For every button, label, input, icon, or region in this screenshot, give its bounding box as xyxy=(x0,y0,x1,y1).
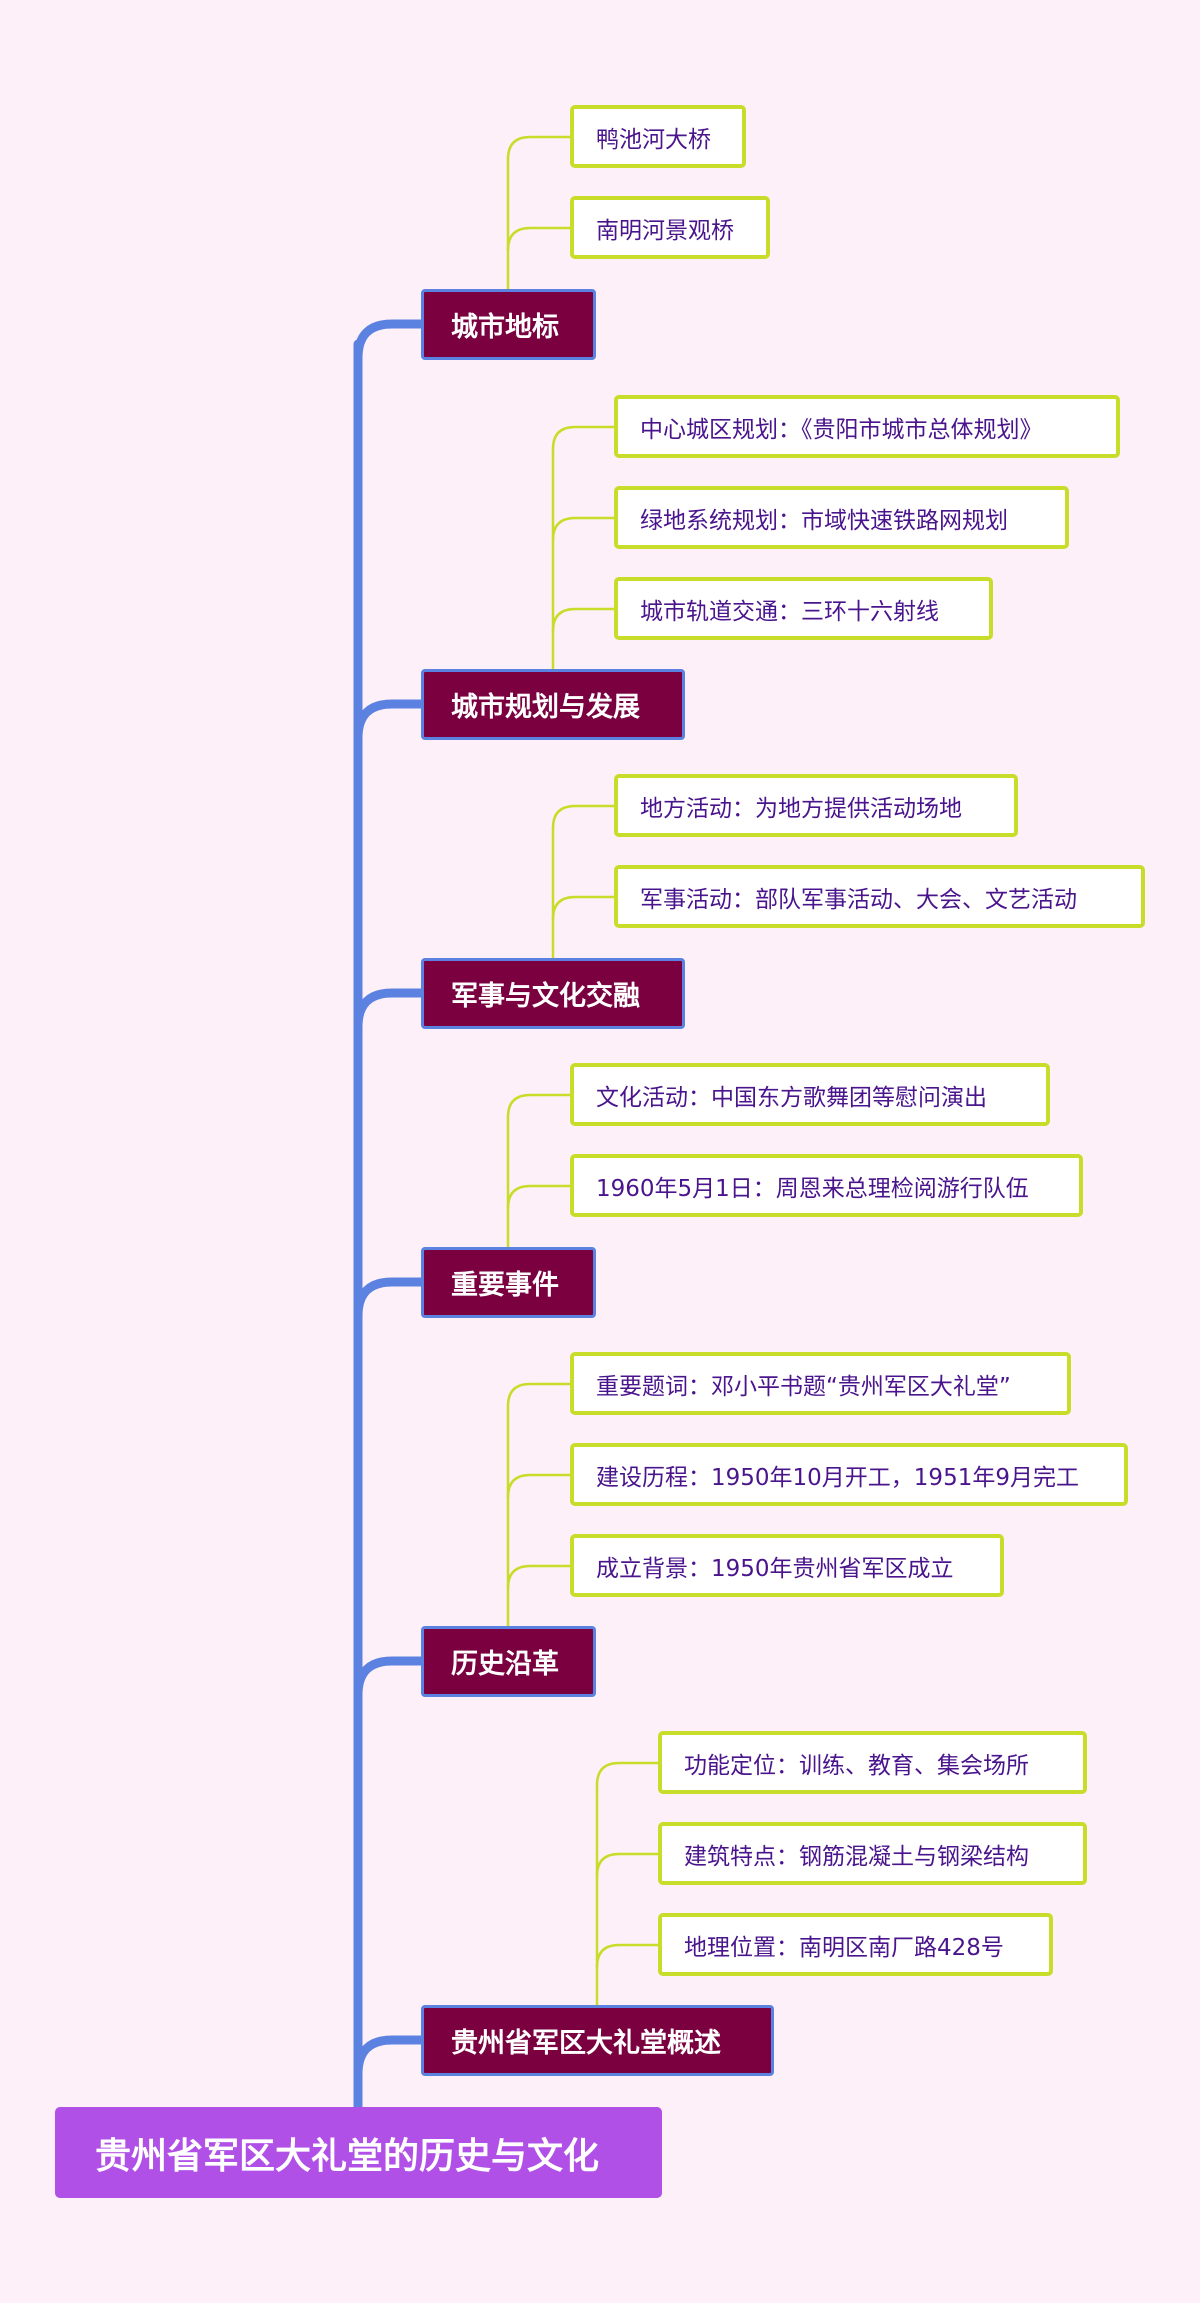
leaf-connector xyxy=(506,1473,572,1499)
leaf-topic-label: 军事活动：部队军事活动、大会、文艺活动 xyxy=(640,886,1077,913)
leaf-topic-label: 绿地系统规划：市域快速铁路网规划 xyxy=(640,507,1008,534)
leaf-topic-label: 功能定位：训练、教育、集会场所 xyxy=(684,1752,1029,1779)
leaf-topic[interactable]: 文化活动：中国东方歌舞团等慰问演出 xyxy=(570,1063,1050,1126)
leaf-topic-label: 鸭池河大桥 xyxy=(596,126,711,153)
leaf-topic[interactable]: 城市轨道交通：三环十六射线 xyxy=(614,577,993,640)
root-topic[interactable]: 贵州省军区大礼堂的历史与文化 xyxy=(55,2107,662,2198)
leaf-connector xyxy=(506,135,572,161)
leaf-topic[interactable]: 功能定位：训练、教育、集会场所 xyxy=(658,1731,1087,1794)
leaf-topic[interactable]: 绿地系统规划：市域快速铁路网规划 xyxy=(614,486,1069,549)
leaf-connector xyxy=(506,1564,572,1590)
leaf-topic-label: 城市轨道交通：三环十六射线 xyxy=(640,598,939,625)
leaf-topic[interactable]: 重要题词：邓小平书题“贵州军区大礼堂” xyxy=(570,1352,1071,1415)
leaf-topic[interactable]: 地理位置：南明区南厂路428号 xyxy=(658,1913,1053,1976)
branch-topic-label: 军事与文化交融 xyxy=(451,981,640,1012)
leaf-connector xyxy=(551,516,616,542)
leaf-topic-label: 1960年5月1日：周恩来总理检阅游行队伍 xyxy=(596,1175,1029,1202)
leaf-topic[interactable]: 1960年5月1日：周恩来总理检阅游行队伍 xyxy=(570,1154,1083,1217)
branch-connector xyxy=(353,319,426,363)
branch-topic-label: 城市规划与发展 xyxy=(451,692,640,723)
branch-topic-label: 重要事件 xyxy=(451,1270,559,1301)
leaf-connector xyxy=(595,1761,660,1787)
leaf-topic[interactable]: 军事活动：部队军事活动、大会、文艺活动 xyxy=(614,865,1145,928)
branch-topic-label: 历史沿革 xyxy=(451,1649,559,1680)
branch-topic-label: 城市地标 xyxy=(451,312,559,343)
leaf-topic-label: 地方活动：为地方提供活动场地 xyxy=(640,795,962,822)
leaf-connector xyxy=(506,1382,572,1408)
branch-topic[interactable]: 城市规划与发展 xyxy=(421,669,685,740)
leaf-connector xyxy=(551,425,616,451)
branch-connector xyxy=(353,988,426,1032)
leaf-topic[interactable]: 建筑特点：钢筋混凝土与钢梁结构 xyxy=(658,1822,1087,1885)
leaf-connector xyxy=(551,804,616,830)
branch-connector xyxy=(353,1277,426,1321)
leaf-connector xyxy=(551,895,616,921)
leaf-topic-label: 建筑特点：钢筋混凝土与钢梁结构 xyxy=(684,1843,1029,1870)
leaf-topic[interactable]: 鸭池河大桥 xyxy=(570,105,746,168)
leaf-topic-label: 文化活动：中国东方歌舞团等慰问演出 xyxy=(596,1084,987,1111)
branch-topic[interactable]: 重要事件 xyxy=(421,1247,596,1318)
branch-connector xyxy=(353,1656,426,1700)
leaf-topic-label: 成立背景：1950年贵州省军区成立 xyxy=(596,1555,954,1582)
leaf-topic[interactable]: 地方活动：为地方提供活动场地 xyxy=(614,774,1018,837)
branch-topic[interactable]: 历史沿革 xyxy=(421,1626,596,1697)
leaf-topic-label: 重要题词：邓小平书题“贵州军区大礼堂” xyxy=(596,1373,1011,1400)
branch-topic[interactable]: 贵州省军区大礼堂概述 xyxy=(421,2005,774,2076)
leaf-connector xyxy=(506,1184,572,1210)
leaf-topic[interactable]: 中心城区规划：《贵阳市城市总体规划》 xyxy=(614,395,1120,458)
branch-connector xyxy=(353,699,426,743)
leaf-connector xyxy=(595,1943,660,1969)
leaf-topic-label: 中心城区规划：《贵阳市城市总体规划》 xyxy=(640,416,1043,443)
leaf-connector xyxy=(551,607,616,633)
leaf-connector xyxy=(506,1093,572,1119)
leaf-connector xyxy=(595,1852,660,1878)
branch-topic[interactable]: 军事与文化交融 xyxy=(421,958,685,1029)
branch-connector xyxy=(353,2035,426,2079)
leaf-topic[interactable]: 建设历程：1950年10月开工，1951年9月完工 xyxy=(570,1443,1128,1506)
branch-topic[interactable]: 城市地标 xyxy=(421,289,596,360)
leaf-topic-label: 地理位置：南明区南厂路428号 xyxy=(684,1934,1004,1961)
leaf-topic[interactable]: 成立背景：1950年贵州省军区成立 xyxy=(570,1534,1004,1597)
root-topic-label: 贵州省军区大礼堂的历史与文化 xyxy=(95,2135,600,2177)
branch-topic-label: 贵州省军区大礼堂概述 xyxy=(451,2028,721,2059)
leaf-connector xyxy=(506,226,572,252)
leaf-topic-label: 建设历程：1950年10月开工，1951年9月完工 xyxy=(596,1464,1079,1491)
leaf-topic[interactable]: 南明河景观桥 xyxy=(570,196,770,259)
leaf-topic-label: 南明河景观桥 xyxy=(596,217,734,244)
